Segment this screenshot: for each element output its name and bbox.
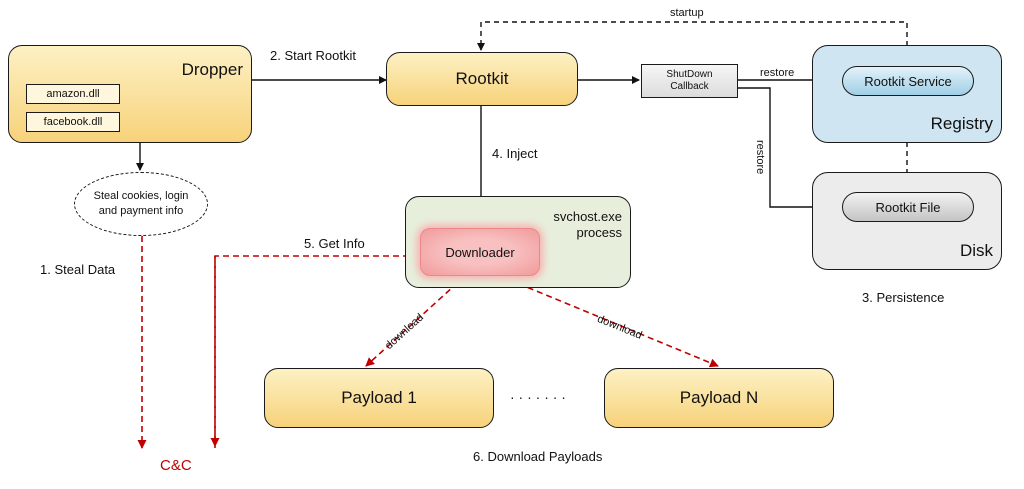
label-download-payloads: 6. Download Payloads <box>473 449 603 464</box>
dropper-label: Dropper <box>181 60 243 79</box>
facebook-dll-label: facebook.dll <box>43 116 103 128</box>
rootkit-service-box: Rootkit Service <box>842 66 974 96</box>
payload-n-box: Payload N <box>604 368 834 428</box>
svchost-label: svchost.exe process <box>553 209 622 240</box>
cnc-label: C&C <box>160 457 192 474</box>
label-restore-1: restore <box>760 67 795 79</box>
payload-1-label: Payload 1 <box>341 388 417 407</box>
label-restore-2: restore <box>754 140 766 175</box>
label-inject: 4. Inject <box>492 146 538 161</box>
label-steal-data: 1. Steal Data <box>40 262 116 277</box>
facebook-dll-box: facebook.dll <box>26 112 120 132</box>
rootkit-label: Rootkit <box>455 69 509 88</box>
payload-n-label: Payload N <box>679 388 759 407</box>
payload-1-box: Payload 1 <box>264 368 494 428</box>
rootkit-file-box: Rootkit File <box>842 192 974 222</box>
arrow-restore-file <box>738 87 841 211</box>
arrow-download-1 <box>365 275 466 367</box>
steal-cookies-ellipse: Steal cookies, login and payment info <box>74 172 208 236</box>
disk-label: Disk <box>959 241 993 260</box>
rootkit-file-label: Rootkit File <box>875 199 941 215</box>
rootkit-box: Rootkit <box>386 52 578 106</box>
shutdown-callback-box: ShutDown Callback <box>641 64 738 98</box>
amazon-dll-label: amazon.dll <box>46 88 100 100</box>
steal-cookies-label: Steal cookies, login and payment info <box>93 190 189 217</box>
amazon-dll-box: amazon.dll <box>26 84 120 104</box>
registry-label: Registry <box>930 114 993 133</box>
payload-ellipsis: · · · · · · · <box>510 389 566 405</box>
rootkit-service-label: Rootkit Service <box>864 73 952 89</box>
downloader-label: Downloader <box>445 244 515 260</box>
arrow-startup <box>477 21 908 64</box>
label-start-rootkit: 2. Start Rootkit <box>270 48 356 63</box>
shutdown-callback-label: ShutDown Callback <box>666 69 713 92</box>
label-startup: startup <box>670 7 704 19</box>
label-persistence: 3. Persistence <box>862 290 945 305</box>
label-get-info: 5. Get Info <box>304 236 365 251</box>
downloader-box: Downloader <box>420 228 540 276</box>
